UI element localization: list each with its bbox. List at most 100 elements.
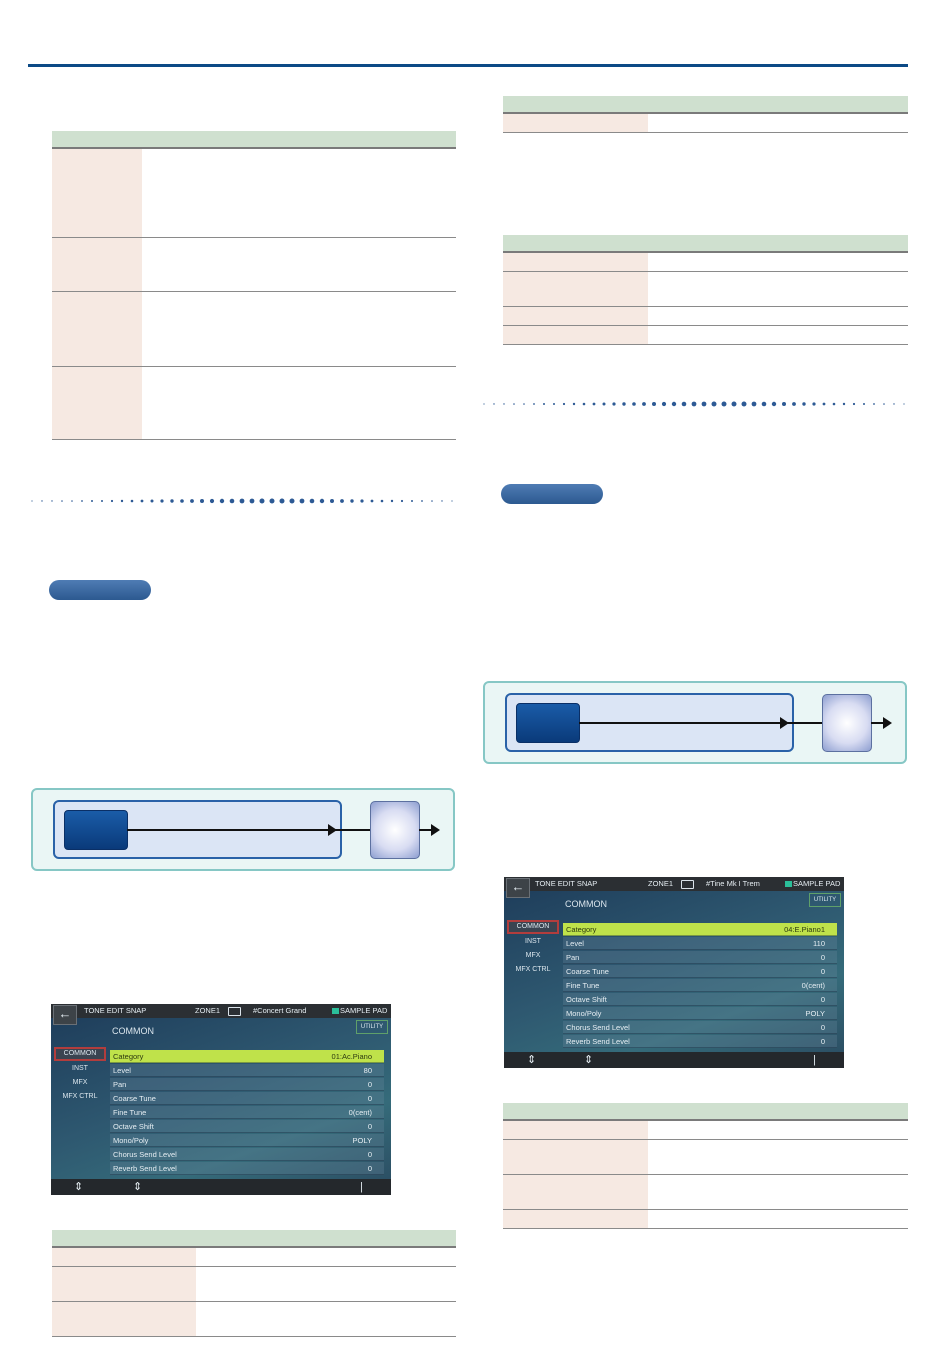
table-header bbox=[503, 96, 908, 114]
zone-label: ZONE1 bbox=[195, 1006, 221, 1015]
right-parameter-table-2 bbox=[503, 235, 908, 345]
table-row bbox=[503, 253, 908, 272]
tone-name: #Tine Mk I Trem bbox=[706, 879, 760, 888]
tab-mfx[interactable]: MFX bbox=[525, 952, 541, 959]
table-header bbox=[52, 1230, 456, 1248]
footer-divider: | bbox=[813, 1054, 816, 1066]
arrow-right-icon bbox=[780, 717, 789, 729]
table-row bbox=[503, 114, 908, 133]
output-line bbox=[871, 722, 883, 724]
page-top-rule bbox=[28, 64, 908, 67]
left-parameter-table-1 bbox=[52, 131, 456, 440]
signal-line bbox=[127, 829, 377, 831]
source-block bbox=[64, 810, 128, 850]
sample-pad-label[interactable]: SAMPLE PAD bbox=[793, 879, 841, 888]
right-parameter-table-3 bbox=[503, 1103, 908, 1229]
dotted-separator bbox=[483, 401, 905, 407]
tab-mfx-ctrl[interactable]: MFX CTRL bbox=[62, 1093, 98, 1100]
table-row bbox=[52, 1248, 456, 1267]
output-block bbox=[822, 694, 872, 752]
table-row bbox=[503, 307, 908, 326]
sample-pad-label[interactable]: SAMPLE PAD bbox=[340, 1006, 388, 1015]
dotted-separator bbox=[31, 498, 453, 504]
source-block bbox=[516, 703, 580, 743]
screen-title: TONE EDIT SNAP bbox=[84, 1006, 147, 1015]
sample-pad-icon bbox=[332, 1008, 339, 1014]
table-row bbox=[52, 149, 456, 238]
footer-divider: | bbox=[360, 1181, 363, 1193]
arrow-right-icon bbox=[328, 824, 337, 836]
screen-footer bbox=[504, 1052, 844, 1068]
screen-title: TONE EDIT SNAP bbox=[535, 879, 598, 888]
tone-edit-screen-right: ← TONE EDIT SNAP ZONE1 #Tine Mk I Trem S… bbox=[504, 877, 844, 1068]
signal-line bbox=[579, 722, 829, 724]
value-updown-icon[interactable]: ⇕ bbox=[133, 1181, 143, 1193]
tab-inst[interactable]: INST bbox=[525, 938, 541, 945]
table-row bbox=[52, 1267, 456, 1302]
section-pill bbox=[501, 484, 603, 504]
utility-button[interactable]: UTILITY bbox=[356, 1020, 388, 1034]
table-row bbox=[52, 292, 456, 367]
table-row bbox=[503, 1175, 908, 1210]
table-row bbox=[52, 367, 456, 440]
right-parameter-table-1 bbox=[503, 96, 908, 133]
tab-mfx[interactable]: MFX bbox=[72, 1079, 88, 1086]
page-title: COMMON bbox=[112, 1026, 154, 1036]
signal-flow-diagram bbox=[483, 681, 907, 764]
signal-flow-diagram bbox=[31, 788, 455, 871]
tab-mfx-ctrl[interactable]: MFX CTRL bbox=[515, 966, 551, 973]
output-block bbox=[370, 801, 420, 859]
arrow-right-icon bbox=[883, 717, 892, 729]
sample-pad-icon bbox=[785, 881, 792, 887]
tab-inst[interactable]: INST bbox=[72, 1065, 88, 1072]
table-row bbox=[503, 1140, 908, 1175]
screen-footer bbox=[51, 1179, 391, 1195]
arrow-right-icon bbox=[431, 824, 440, 836]
tab-common[interactable]: COMMON bbox=[507, 920, 559, 934]
scroll-updown-icon[interactable]: ⇕ bbox=[527, 1054, 537, 1066]
screen-title-bar bbox=[51, 1004, 391, 1018]
output-line bbox=[419, 829, 431, 831]
zone-icon bbox=[228, 1007, 241, 1016]
table-row bbox=[503, 272, 908, 307]
tone-name: #Concert Grand bbox=[253, 1006, 307, 1015]
scroll-updown-icon[interactable]: ⇕ bbox=[74, 1181, 84, 1193]
left-arrow-icon[interactable]: ← bbox=[506, 878, 530, 898]
utility-button[interactable]: UTILITY bbox=[809, 893, 841, 907]
left-arrow-icon[interactable]: ← bbox=[53, 1005, 77, 1025]
table-row bbox=[503, 1210, 908, 1229]
page-title: COMMON bbox=[565, 899, 607, 909]
value-updown-icon[interactable]: ⇕ bbox=[584, 1054, 594, 1066]
table-header bbox=[503, 1103, 908, 1121]
table-row bbox=[503, 326, 908, 345]
tone-edit-screen-left: ← TONE EDIT SNAP ZONE1 #Concert Grand SA… bbox=[51, 1004, 391, 1195]
table-header bbox=[503, 235, 908, 253]
table-header bbox=[52, 131, 456, 149]
zone-icon bbox=[681, 880, 694, 889]
table-row bbox=[503, 1121, 908, 1140]
section-pill bbox=[49, 580, 151, 600]
table-row bbox=[52, 1302, 456, 1337]
zone-label: ZONE1 bbox=[648, 879, 674, 888]
table-row bbox=[52, 238, 456, 292]
tab-common[interactable]: COMMON bbox=[54, 1047, 106, 1061]
screen-title-bar bbox=[504, 877, 844, 891]
